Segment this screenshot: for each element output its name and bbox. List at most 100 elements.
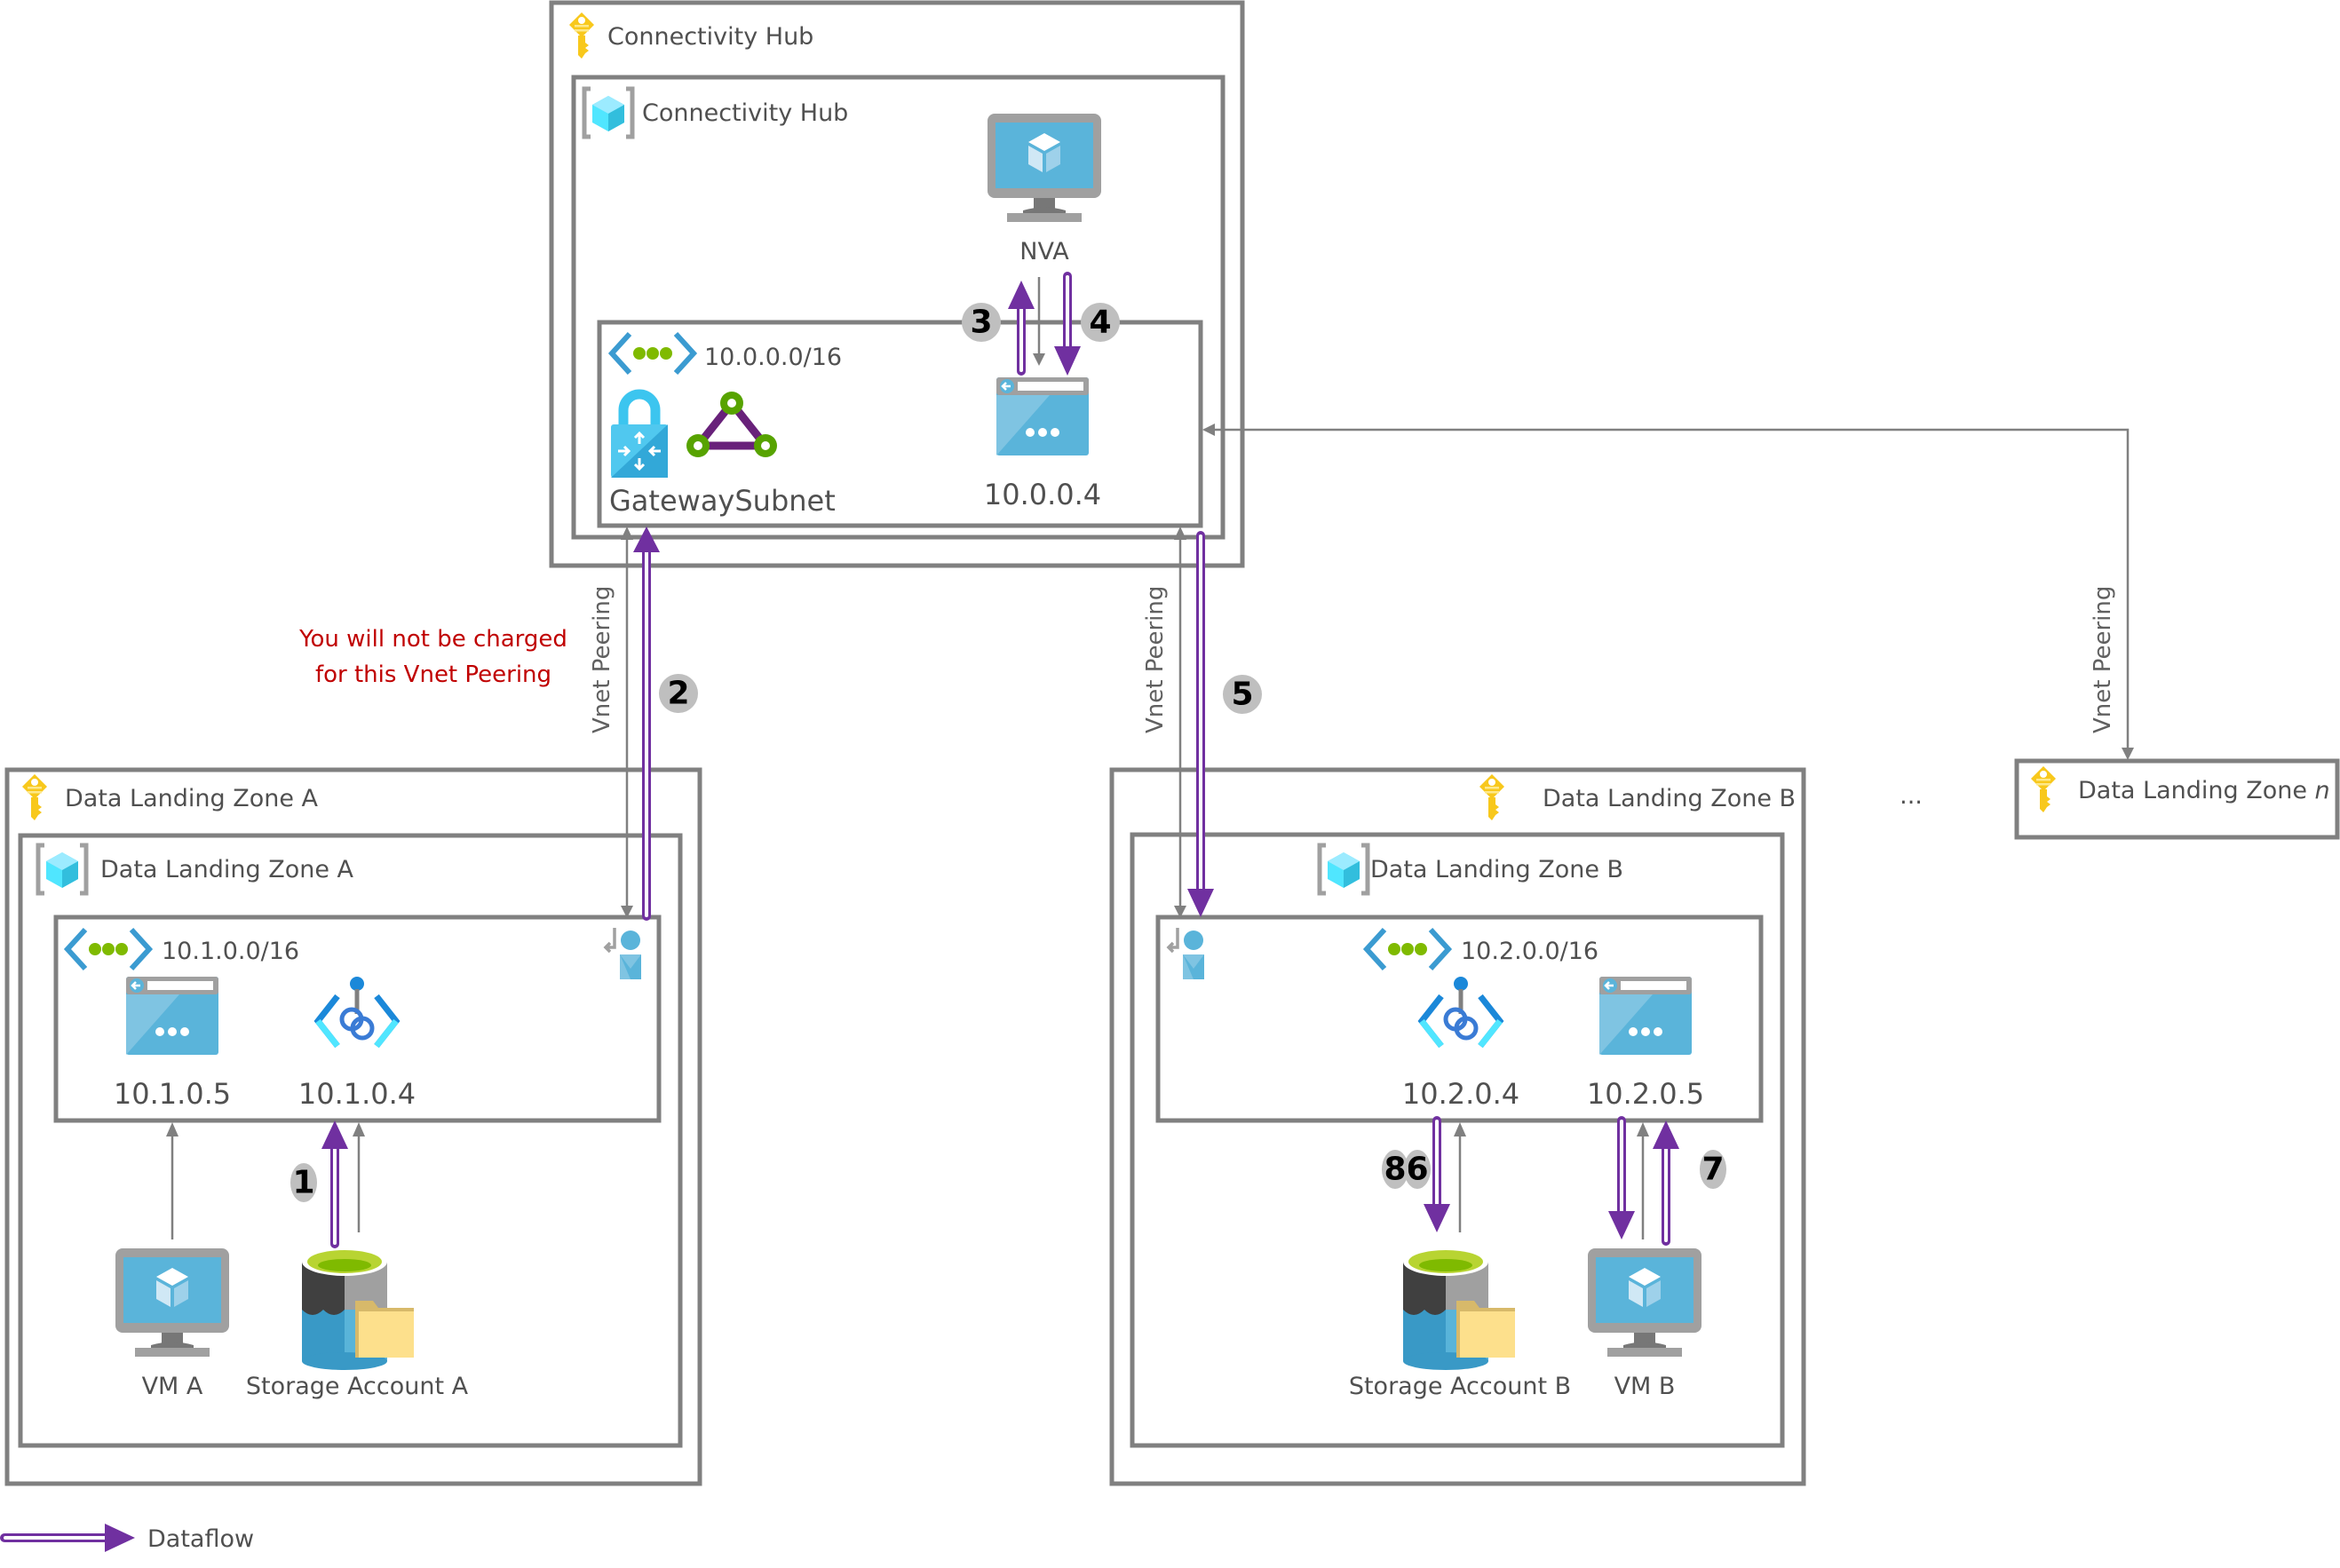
arrow-head [166, 1122, 178, 1136]
zone-a-nic-ip: 10.1.0.5 [114, 1077, 231, 1111]
route-table-icon [1167, 926, 1206, 981]
step-badge-5: 5 [1223, 675, 1262, 714]
zone-a-private-endpoint-ip: 10.1.0.4 [298, 1077, 416, 1111]
svg-text:5: 5 [1231, 677, 1253, 713]
more-zones-ellipsis: ... [1900, 782, 1923, 810]
peering-label-b: Vnet Peering [1142, 586, 1169, 733]
step-badge-4: 4 [1081, 303, 1120, 342]
zone-n-box [2014, 758, 2340, 840]
dataflow-7-head [1653, 1121, 1679, 1149]
step-badge-6: 6 [1404, 1150, 1431, 1189]
step-badge-2: 2 [659, 674, 698, 713]
zone-n-subscription: Data Landing Zone n [2014, 758, 2340, 840]
zone-n-label-prefix: Data Landing Zone [2078, 777, 2315, 804]
vm-icon [1588, 1248, 1701, 1357]
hub-nva: NVA [988, 114, 1101, 265]
vm-b-label: VM B [1614, 1373, 1676, 1400]
legend-dataflow-label: Dataflow [147, 1525, 254, 1553]
key-icon [2031, 766, 2056, 812]
nva-label: NVA [1019, 238, 1069, 265]
zone-b-subscription-label: Data Landing Zone B [1543, 785, 1796, 812]
step-badge-3: 3 [962, 303, 1001, 342]
zone-a-resources: VM A Storage Account A [115, 1247, 469, 1400]
dataflow-3-head [1008, 281, 1035, 309]
storage-b-label: Storage Account B [1349, 1373, 1571, 1400]
arrow-head [1202, 424, 1215, 436]
zone-b-resource-group: Data Landing Zone B [1130, 832, 1785, 1448]
zone-a-subscription: Data Landing Zone A [4, 767, 702, 1486]
hub-resource-group: Connectivity Hub [571, 75, 1226, 540]
zone-a-subscription-box [4, 767, 702, 1486]
vm-a-label: VM A [142, 1373, 203, 1400]
vm-icon [115, 1248, 229, 1357]
legend-dataflow-arrow [105, 1524, 135, 1552]
zone-b-private-endpoint-ip: 10.2.0.4 [1402, 1077, 1519, 1111]
hub-vnet-subnet: 10.0.0.0/16 GatewaySubnet 10.0.0.4 [597, 320, 1203, 528]
dataflow-8-head [1424, 1204, 1450, 1232]
nic-icon [1598, 975, 1694, 1057]
peering-line-n [1204, 428, 2130, 755]
peering-icon [686, 392, 777, 457]
zone-b-subnet: 10.2.0.0/16 10.2.0.4 10.2.0.5 [1155, 915, 1764, 1123]
vpn-gateway-icon [611, 394, 668, 478]
hub-subnet-box [597, 320, 1203, 528]
charge-note-line-2: for this Vnet Peering [315, 661, 551, 688]
svg-text:3: 3 [970, 305, 992, 341]
arrow-head [353, 1122, 365, 1136]
zone-b-resource-group-label: Data Landing Zone B [1370, 856, 1623, 883]
zone-b-subnet-box [1155, 915, 1764, 1123]
zone-b-nic-ip: 10.2.0.5 [1587, 1077, 1704, 1111]
zone-a-subnet-box [53, 915, 662, 1123]
key-icon [22, 774, 47, 820]
svg-text:4: 4 [1089, 305, 1111, 341]
zone-a-resource-group-label: Data Landing Zone A [100, 856, 354, 883]
peering-label-n: Vnet Peering [2090, 586, 2116, 733]
arrow-head [1174, 527, 1186, 540]
hub-subscription-label: Connectivity Hub [607, 23, 813, 51]
storage-account-icon [1403, 1247, 1515, 1370]
peering-connections [166, 277, 2134, 1239]
zone-b-vnet-cidr: 10.2.0.0/16 [1461, 938, 1598, 965]
arrow-head [621, 527, 633, 540]
resource-group-icon [38, 845, 86, 893]
hub-resource-group-box [571, 75, 1226, 540]
legend: Dataflow [0, 1524, 254, 1553]
zone-b-subscription-box [1109, 767, 1806, 1486]
resource-group-icon [584, 89, 632, 137]
zone-a-subnet: 10.1.0.0/16 10.1.0.5 10.1.0.4 [53, 915, 662, 1123]
arrow-head [1454, 1122, 1466, 1136]
storage-a-label: Storage Account A [246, 1373, 469, 1400]
svg-text:6: 6 [1406, 1152, 1428, 1188]
arrow-head [2122, 748, 2134, 760]
zone-b-subscription: Data Landing Zone B [1109, 767, 1806, 1486]
route-table-icon [604, 926, 643, 981]
vnet-icon [1367, 930, 1448, 969]
arrow-head [621, 906, 633, 918]
resource-group-icon [1320, 845, 1368, 893]
key-icon [1479, 774, 1504, 820]
nva-vm-icon [988, 114, 1101, 222]
storage-account-icon [302, 1247, 414, 1370]
nva-nic-icon [995, 376, 1091, 457]
zone-b-resource-group-box [1130, 832, 1785, 1448]
svg-text:1: 1 [292, 1165, 314, 1201]
dataflow-5-head [1187, 889, 1214, 917]
step-badge-1: 1 [290, 1163, 317, 1202]
arrow-head [1174, 906, 1186, 918]
step-badge-8: 8 [1382, 1150, 1408, 1189]
key-icon [569, 12, 594, 59]
zone-b-resources: Storage Account B VM B [1349, 1247, 1701, 1400]
private-endpoint-icon [318, 977, 396, 1046]
dataflow-arrows [321, 272, 1679, 1248]
hub-subscription: Connectivity Hub [549, 0, 1245, 568]
zone-a-resource-group: Data Landing Zone A [18, 833, 683, 1448]
zone-a-vnet-cidr: 10.1.0.0/16 [162, 938, 299, 965]
arrow-head [1033, 353, 1045, 366]
dataflow-6-head [1608, 1211, 1635, 1239]
vnet-icon [67, 930, 149, 969]
vnet-icon [612, 334, 694, 373]
zone-a-resource-group-box [18, 833, 683, 1448]
charge-note-line-1: You will not be charged [298, 626, 567, 653]
dataflow-1-head [321, 1121, 348, 1149]
